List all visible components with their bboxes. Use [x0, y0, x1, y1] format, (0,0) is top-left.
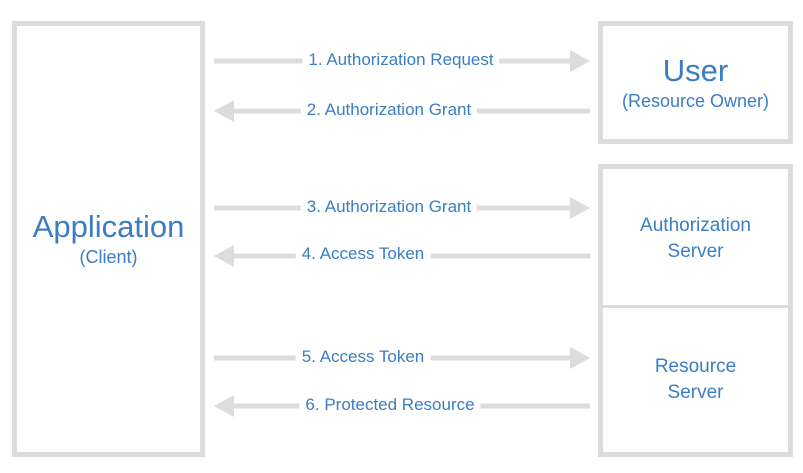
- resource-server-box: Resource Server: [598, 305, 793, 457]
- arrow-label-6: 6. Protected Resource: [299, 393, 481, 417]
- user-title: User: [662, 52, 729, 88]
- user-subtitle: (Resource Owner): [621, 90, 770, 111]
- arrow-label-3: 3. Authorization Grant: [300, 195, 478, 219]
- authorization-server-box: Authorization Server: [598, 164, 793, 310]
- resource-server-line2: Server: [667, 382, 724, 403]
- arrow-label-4: 4. Access Token: [295, 242, 431, 266]
- application-title: Application: [32, 209, 185, 244]
- arrow-label-5: 5. Access Token: [295, 345, 431, 369]
- user-resource-owner-box: User (Resource Owner): [598, 21, 793, 144]
- application-client-box: Application (Client): [12, 21, 205, 457]
- authorization-server-line2: Server: [667, 240, 724, 262]
- arrow-label-1: 1. Authorization Request: [302, 48, 500, 72]
- arrow-label-2: 2. Authorization Grant: [300, 98, 478, 122]
- application-subtitle: (Client): [79, 247, 138, 267]
- authorization-server-line1: Authorization: [640, 214, 751, 236]
- resource-server-line1: Resource: [654, 356, 737, 377]
